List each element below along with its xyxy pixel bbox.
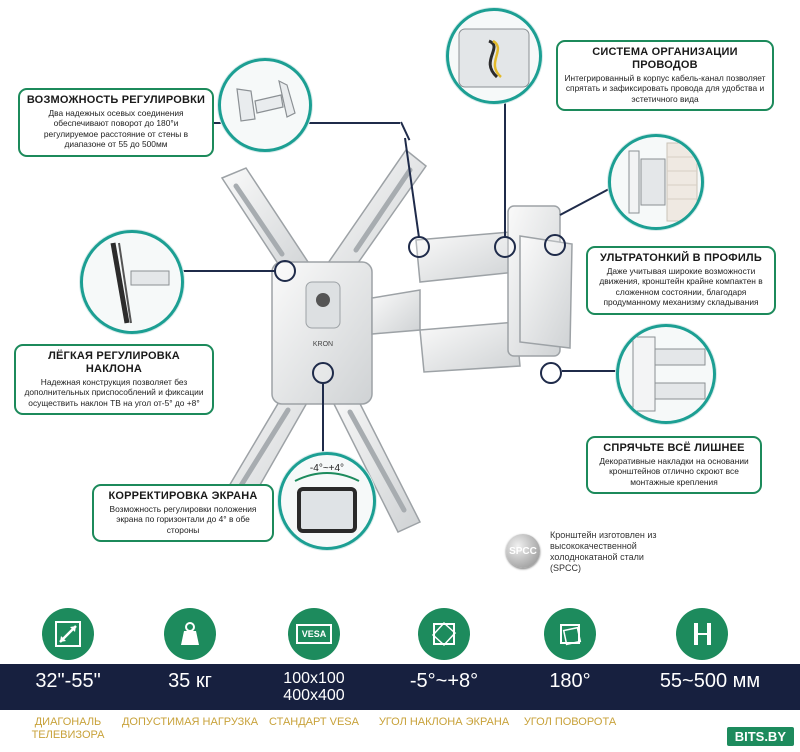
marker-tilt (274, 260, 296, 282)
marker-joint-top (408, 236, 430, 258)
diagonal-icon (42, 608, 94, 660)
leader-line (504, 92, 506, 238)
spec-label-tilt: УГОЛ НАКЛОНА ЭКРАНА (378, 716, 510, 728)
leader-line (562, 370, 622, 372)
callout-slim: УЛЬТРАТОНКИЙ В ПРОФИЛЬ Даже учитывая шир… (586, 246, 776, 315)
spec-value-vesa: 100x100 400x400 (283, 670, 345, 704)
spec-label-swivel: УГОЛ ПОВОРОТА (523, 716, 617, 728)
callout-tilt: ЛЁГКАЯ РЕГУЛИРОВКА НАКЛОНА Надежная конс… (14, 344, 214, 416)
callout-screen-desc: Возможность регулировки положения экрана… (109, 504, 257, 535)
callout-cables: СИСТЕМА ОРГАНИЗАЦИИ ПРОВОДОВ Интегрирова… (556, 40, 774, 112)
spec-label-diagonal: ДИАГОНАЛЬ ТЕЛЕВИЗОРА (31, 716, 105, 741)
spec-value-weight: 35 кг (168, 670, 212, 692)
spec-value-diagonal: 32"-55" (35, 670, 101, 692)
leader-line (180, 270, 276, 272)
vesa-icon: VESA (288, 608, 340, 660)
callout-hide-title: СПРЯЧЬТЕ ВСЁ ЛИШНЕЕ (603, 442, 745, 454)
spec-bar (0, 664, 800, 710)
detail-adjust-circle (218, 58, 312, 152)
spec-value-swivel: 180° (549, 670, 591, 692)
weight-icon (164, 608, 216, 660)
swivel-icon (544, 608, 596, 660)
marker-cable-channel (494, 236, 516, 258)
screen-range-label: -4°~+4° (309, 463, 345, 474)
distance-icon (676, 608, 728, 660)
callout-screen: КОРРЕКТИРОВКА ЭКРАНА Возможность регулир… (92, 484, 274, 543)
callout-hide: СПРЯЧЬТЕ ВСЁ ЛИШНЕЕ Декоративные накладк… (586, 436, 762, 495)
spec-label-vesa: СТАНДАРТ VESA (269, 716, 359, 728)
callout-cables-title: СИСТЕМА ОРГАНИЗАЦИИ ПРОВОДОВ (592, 46, 738, 71)
vesa-icon-text: VESA (295, 624, 333, 644)
tilt-angle-icon (418, 608, 470, 660)
plate-logo: KRON (313, 341, 333, 348)
detail-screen-circle: -4°~+4° (278, 452, 376, 550)
callout-tilt-title: ЛЁГКАЯ РЕГУЛИРОВКА НАКЛОНА (48, 350, 180, 375)
spcc-badge: SPCC (506, 534, 540, 568)
brand-badge[interactable]: BITS.BY (726, 727, 794, 746)
callout-cables-desc: Интегрированный в корпус кабель-канал по… (564, 73, 766, 104)
detail-profile-circle (608, 134, 704, 230)
leader-line (322, 384, 324, 456)
spec-value-tilt: -5°~+8° (409, 670, 479, 692)
marker-profile (544, 234, 566, 256)
material-text: Кронштейн изготовлен из высококачественн… (550, 530, 657, 573)
callout-adjust-desc: Два надежных осевых соединения обеспечив… (43, 108, 189, 150)
detail-cables-circle (446, 8, 542, 104)
callout-slim-desc: Даже учитывая широкие возможности движен… (599, 266, 763, 308)
callout-adjust-title: ВОЗМОЖНОСТЬ РЕГУЛИРОВКИ (26, 94, 206, 106)
callout-slim-title: УЛЬТРАТОНКИЙ В ПРОФИЛЬ (600, 252, 762, 264)
marker-screen (312, 362, 334, 384)
callout-hide-desc: Декоративные накладки на основании кронш… (599, 456, 749, 487)
detail-covers-circle (616, 324, 716, 424)
callout-tilt-desc: Надежная конструкция позволяет без допол… (24, 377, 204, 408)
spec-value-distance: 55~500 мм (659, 670, 761, 692)
spec-label-weight: ДОПУСТИМАЯ НАГРУЗКА (121, 716, 259, 728)
callout-adjust: ВОЗМОЖНОСТЬ РЕГУЛИРОВКИ Два надежных осе… (18, 88, 214, 157)
callout-screen-title: КОРРЕКТИРОВКА ЭКРАНА (108, 490, 258, 502)
detail-tilt-circle (80, 230, 184, 334)
marker-covers (540, 362, 562, 384)
